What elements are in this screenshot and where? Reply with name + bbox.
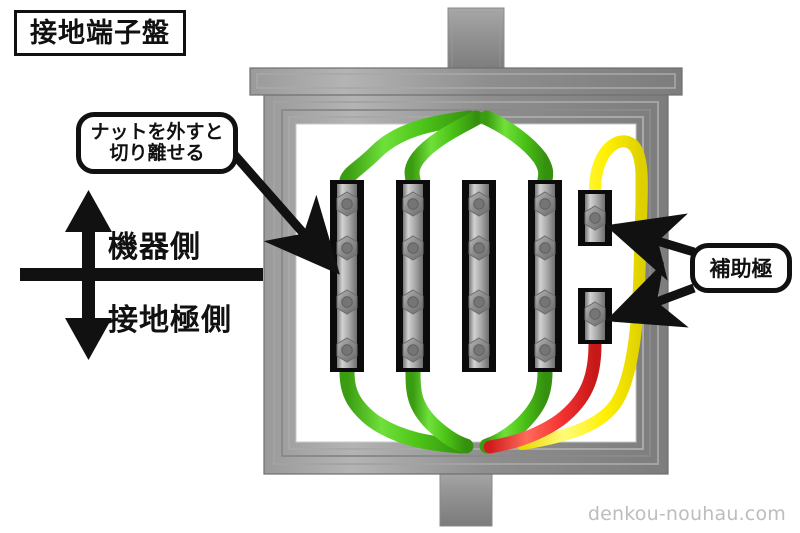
label-electrode-side: 接地極側 bbox=[108, 303, 232, 338]
wire-bundle bbox=[339, 110, 648, 454]
terminal-nut bbox=[534, 191, 556, 217]
terminal-nut bbox=[584, 205, 606, 231]
terminal-nut bbox=[402, 289, 424, 315]
auxiliary-terminal-block-top[interactable] bbox=[578, 190, 612, 246]
terminal-nut bbox=[534, 235, 556, 261]
terminal-nut bbox=[402, 235, 424, 261]
wire-green-top-1 bbox=[339, 110, 478, 188]
terminal-nut bbox=[584, 301, 606, 327]
callout-nut-line2: 切り離せる bbox=[109, 142, 205, 164]
conduit-bottom bbox=[439, 469, 493, 527]
callout-aux-line1: 補助極 bbox=[709, 257, 773, 281]
wire-green-top-2 bbox=[404, 110, 484, 188]
wire-green-top-4 bbox=[479, 110, 554, 188]
terminal-nut bbox=[402, 191, 424, 217]
callout-auxiliary-electrode: 補助極 bbox=[690, 243, 792, 293]
page-title-text: 接地端子盤 bbox=[30, 17, 170, 49]
callout-nut: ナットを外すと 切り離せる bbox=[76, 112, 238, 174]
terminal-strip-1[interactable] bbox=[330, 180, 364, 372]
terminal-nut bbox=[468, 289, 490, 315]
wire-green-bottom-2 bbox=[405, 364, 474, 454]
watermark: denkou-nouhau.com bbox=[587, 503, 786, 525]
callout-aux-arrow-bottom bbox=[605, 261, 696, 328]
callout-nut-arrow bbox=[228, 149, 340, 275]
page-title: 接地端子盤 bbox=[14, 10, 186, 56]
terminal-nut bbox=[336, 289, 358, 315]
terminal-strip-4[interactable] bbox=[528, 180, 562, 372]
wire-red bbox=[483, 337, 602, 454]
terminal-strip-2[interactable] bbox=[396, 180, 430, 372]
callout-nut-line1: ナットを外すと bbox=[90, 120, 224, 143]
auxiliary-terminal-block-bottom[interactable] bbox=[578, 288, 612, 344]
callout-aux-arrow-top bbox=[605, 213, 696, 281]
terminal-nut bbox=[468, 235, 490, 261]
wire-green-bottom-1 bbox=[339, 364, 470, 454]
terminal-nut bbox=[336, 337, 358, 363]
terminal-nut bbox=[534, 289, 556, 315]
enclosure-top-cap bbox=[249, 67, 683, 96]
label-equipment-side: 機器側 bbox=[108, 230, 201, 265]
conduit-top bbox=[447, 7, 505, 73]
equipment-electrode-divider bbox=[20, 190, 263, 360]
terminal-nut bbox=[468, 337, 490, 363]
terminal-nut bbox=[468, 191, 490, 217]
terminal-strip-3[interactable] bbox=[462, 180, 496, 372]
terminal-nut bbox=[402, 337, 424, 363]
terminal-nut bbox=[534, 337, 556, 363]
